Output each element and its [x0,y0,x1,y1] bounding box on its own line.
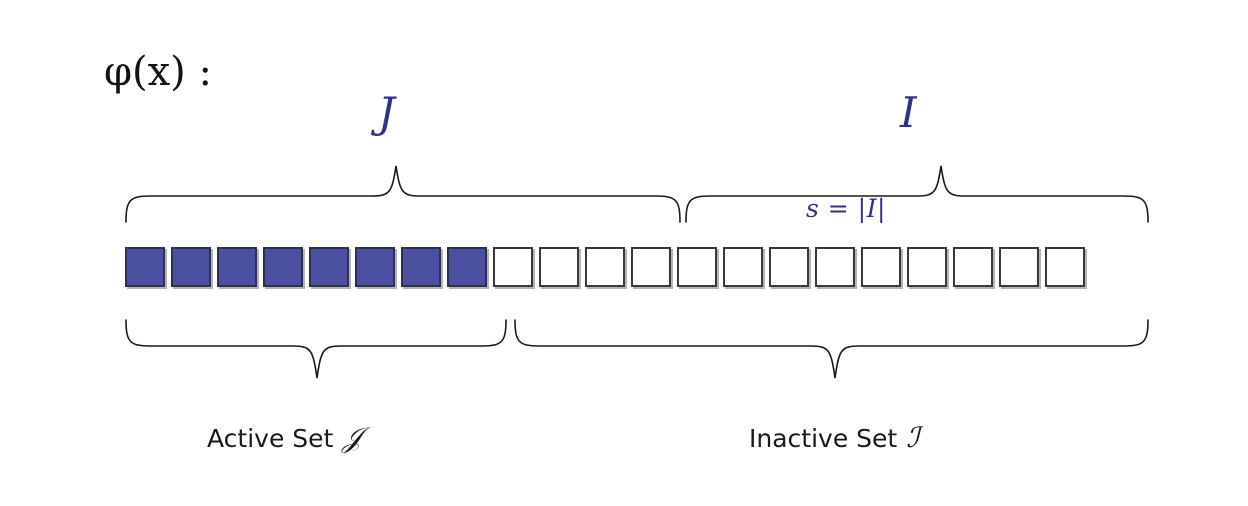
bottom-brace-right [514,319,1149,379]
cell-inactive-14[interactable] [723,247,763,287]
cell-active-8[interactable] [447,247,487,287]
cell-inactive-20[interactable] [999,247,1039,287]
vector-label: φ(x) : [104,52,212,92]
bottom-brace-left [125,319,507,379]
caption-active-set: Active Set 𝒥 [207,424,362,452]
cell-inactive-13[interactable] [677,247,717,287]
cell-active-1[interactable] [125,247,165,287]
cell-inactive-11[interactable] [585,247,625,287]
top-brace-label-i: I [900,88,917,137]
cell-active-3[interactable] [217,247,257,287]
caption-active-set-text: Active Set [207,424,334,453]
caption-inactive-set-text: Inactive Set [749,424,898,453]
cell-inactive-18[interactable] [907,247,947,287]
cell-inactive-9[interactable] [493,247,533,287]
cell-active-5[interactable] [309,247,349,287]
top-brace-label-j: J [378,88,395,137]
cell-inactive-21[interactable] [1045,247,1085,287]
cell-active-4[interactable] [263,247,303,287]
cell-inactive-19[interactable] [953,247,993,287]
cell-inactive-16[interactable] [815,247,855,287]
top-brace-right [685,165,1149,223]
top-brace-left [125,165,681,223]
vector-label-text: φ(x) : [104,49,212,95]
cell-active-6[interactable] [355,247,395,287]
cell-inactive-15[interactable] [769,247,809,287]
cell-active-7[interactable] [401,247,441,287]
cell-active-2[interactable] [171,247,211,287]
caption-inactive-set-symbol: ℐ [906,421,920,454]
cell-inactive-12[interactable] [631,247,671,287]
cell-inactive-17[interactable] [861,247,901,287]
feature-vector-cells [125,247,1085,287]
caption-active-set-symbol: 𝒥 [342,421,362,454]
caption-inactive-set: Inactive Set ℐ [749,424,919,452]
cell-inactive-10[interactable] [539,247,579,287]
size-annotation: s = |I| [806,194,886,223]
